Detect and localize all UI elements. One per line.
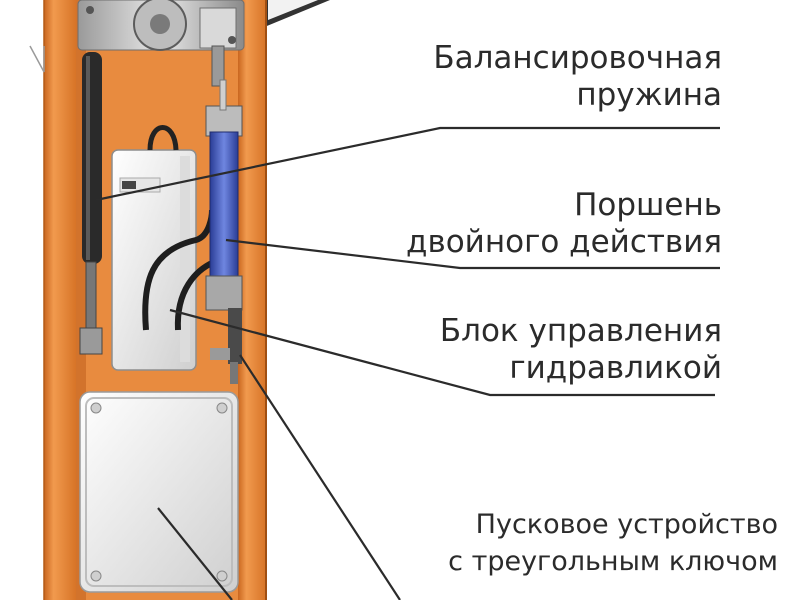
housing-left-wall	[44, 0, 76, 600]
control-unit-body	[111, 149, 197, 371]
spring-highlight	[86, 56, 90, 260]
label-hydraulic-control-unit: Блок управления гидравликой	[440, 313, 722, 387]
spring-rod-lower	[85, 261, 97, 333]
label-balance-spring: Балансировочная пружина	[433, 40, 722, 114]
hydraulic-control-unit	[111, 149, 197, 371]
label-release-line1: Пусковое устройство	[475, 509, 778, 540]
release-valve	[228, 308, 242, 364]
piston-bottom-fitting	[205, 275, 243, 311]
leader-line-spring	[95, 126, 720, 202]
gear-mechanism	[77, 0, 245, 51]
piston-cylinder	[209, 131, 239, 281]
hydraulic-hose	[147, 125, 179, 151]
label-control-line2: гидравликой	[509, 350, 722, 386]
bolt	[228, 36, 236, 44]
label-release-device: Пусковое устройство с треугольным ключом	[448, 506, 778, 580]
balance-spring	[79, 52, 103, 355]
leader-line-control	[169, 308, 715, 397]
release-device	[210, 308, 242, 384]
double-acting-piston	[205, 79, 243, 311]
spring-body	[82, 52, 102, 264]
control-unit-side	[180, 156, 190, 362]
label-control-line1: Блок управления	[439, 313, 722, 349]
spring-link-rod	[211, 45, 225, 87]
housing-right-wall	[238, 0, 266, 600]
release-valve-cap	[210, 348, 230, 360]
leader-line-release	[239, 354, 401, 600]
control-unit-label-dark	[122, 181, 136, 189]
label-piston-line2: двойного действия	[406, 224, 722, 260]
label-piston-line1: Поршень	[574, 187, 722, 223]
leader-line-junction	[157, 507, 233, 600]
piston-rod	[219, 79, 227, 111]
leader-line-piston	[225, 238, 720, 270]
label-balance-spring-line1: Балансировочная	[433, 40, 722, 76]
piston-top-fitting	[205, 105, 243, 137]
housing-fold	[29, 45, 45, 73]
leader-lines	[95, 126, 720, 600]
junction-box	[79, 391, 239, 593]
junction-box-lid	[85, 397, 233, 587]
hydraulic-hose	[174, 259, 216, 331]
boom-arm-highlight	[268, 0, 318, 20]
label-double-acting-piston: Поршень двойного действия	[406, 187, 722, 261]
label-balance-spring-line2: пружина	[576, 77, 722, 113]
spring-mount	[79, 327, 103, 355]
screw	[216, 402, 228, 414]
gear-hub	[150, 14, 170, 34]
junction-box-body	[79, 391, 239, 593]
screw	[216, 570, 228, 582]
housing-inner-shadow	[76, 0, 86, 600]
screw	[90, 402, 102, 414]
release-stem	[230, 362, 238, 384]
label-release-line2: с треугольным ключом	[448, 546, 778, 577]
screw	[90, 570, 102, 582]
bolt	[86, 6, 94, 14]
